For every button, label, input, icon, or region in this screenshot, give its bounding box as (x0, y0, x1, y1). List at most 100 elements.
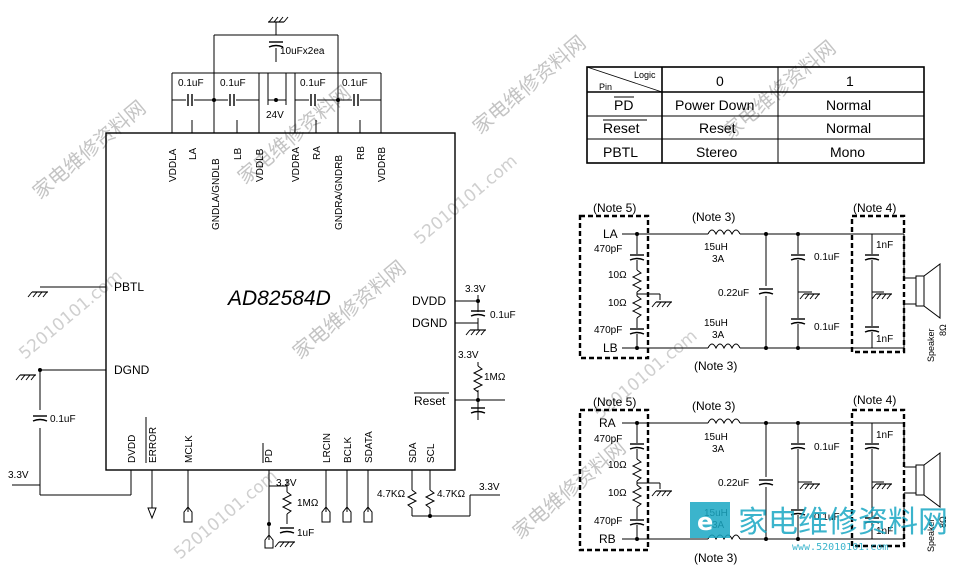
cap-label: 0.1uF (50, 414, 76, 425)
inductor-label: 15uH (704, 318, 728, 329)
speaker-label: Speaker (926, 518, 936, 552)
cap-label: 1nF (876, 526, 893, 537)
left-pins (12, 286, 132, 496)
cap-label: 0.22uF (718, 288, 749, 299)
pin-label: SCL (426, 443, 437, 463)
cap-label: 1nF (876, 240, 893, 251)
supply-label: 3.3V (276, 478, 297, 489)
output-filter-left: (Note 5) (Note 3) (Note 4) (Note 3) LA L… (578, 201, 948, 373)
pin-label: RA (312, 146, 323, 160)
chip-name: AD82584D (226, 287, 331, 310)
input-label: LB (603, 341, 618, 355)
note-label: (Note 3) (694, 551, 737, 565)
inductor-label: 15uH (704, 432, 728, 443)
current-label: 3A (712, 254, 725, 265)
cap-label: 0.1uF (814, 252, 840, 263)
note-label: (Note 5) (593, 395, 636, 409)
cap-label: 1uF (297, 528, 314, 539)
table-pin: PD (614, 97, 633, 113)
pin-label: LA (188, 147, 199, 160)
pin-label: LB (233, 147, 244, 160)
pin-label: DGND (412, 316, 448, 330)
table-corner-bottom: Pin (599, 82, 612, 92)
top-pin-labels: VDDLA LA GNDLA/GNDLB LB VDDLB VDDRA RA G… (168, 146, 388, 230)
pin-label: PBTL (114, 280, 144, 294)
cap-label: 470pF (594, 434, 622, 445)
table-header: 1 (846, 73, 854, 89)
pin-label: LRCIN (322, 433, 333, 463)
watermark-text: 52010101.com (15, 266, 126, 364)
table-cell: Mono (830, 144, 865, 160)
cap-label: 1nF (876, 334, 893, 345)
input-label: RB (599, 532, 616, 546)
pin-label: GNDRA/GNDRB (334, 155, 345, 230)
note-label: (Note 4) (853, 201, 896, 215)
pin-label: SDATA (364, 431, 375, 463)
note-label: (Note 3) (692, 210, 735, 224)
bottom-pin-labels: DVDD ERROR MCLK PD LRCIN BCLK SDATA SDA … (127, 427, 437, 463)
resistor-label: 4.7KΩ (377, 489, 406, 500)
input-label: LA (603, 227, 618, 241)
note-label: (Note 3) (694, 359, 737, 373)
pin-label: VDDRA (291, 147, 302, 182)
cap-label: 0.1uF (814, 442, 840, 453)
resistor-label: 1MΩ (297, 498, 319, 509)
logo-url: www.52010101.com (792, 542, 888, 553)
pin-label: SDA (408, 442, 419, 463)
cap-label: 0.1uF (178, 78, 204, 89)
supply-label: 3.3V (458, 350, 479, 361)
resistor-label: 10Ω (608, 270, 627, 281)
table-pin: PBTL (603, 144, 638, 160)
cap-label: 0.1uF (300, 78, 326, 89)
pin-label: DGND (114, 363, 150, 377)
pin-label: DVDD (412, 294, 446, 308)
table-corner-top: Logic (634, 70, 656, 80)
pin-label: VDDLA (168, 148, 179, 182)
pin-label: MCLK (184, 435, 195, 463)
watermark-text: 家电维修资料网 (718, 35, 841, 143)
resistor-label: 1MΩ (484, 372, 506, 383)
current-label: 3A (712, 330, 725, 341)
pin-label: ERROR (148, 427, 159, 463)
logic-table: Logic Pin 0 1 PD Power Down Normal Reset… (586, 66, 925, 164)
watermark-logo: e 家电维修资料网 www.52010101.com (690, 502, 948, 553)
table-cell: Normal (826, 120, 871, 136)
cap-label: 0.1uF (220, 78, 246, 89)
note-label: (Note 4) (853, 393, 896, 407)
table-cell: Normal (826, 97, 871, 113)
cap-label: 0.1uF (490, 310, 516, 321)
resistor-label: 4.7KΩ (437, 489, 466, 500)
watermark-text: 家电维修资料网 (28, 95, 151, 203)
resistor-label: 10Ω (608, 488, 627, 499)
impedance-label: 8Ω (938, 324, 948, 336)
watermark-text: 52010101.com (410, 151, 521, 249)
cap-label: 0.1uF (814, 512, 840, 523)
resistor-label: 10Ω (608, 298, 627, 309)
supply-label: 3.3V (465, 284, 486, 295)
pin-label: VDDLB (255, 148, 266, 182)
impedance-label: 8Ω (938, 516, 948, 528)
note-label: (Note 5) (593, 201, 636, 215)
supply-label: 3.3V (8, 470, 29, 481)
watermark-text: 家电维修资料网 (468, 30, 591, 138)
logo-text: 家电维修资料网 (738, 505, 948, 540)
table-pin: Reset (603, 120, 640, 136)
inductor-label: 15uH (704, 242, 728, 253)
cap-label: 0.22uF (718, 478, 749, 489)
svg-text:e: e (697, 508, 713, 536)
cap-label: 0.1uF (814, 322, 840, 333)
table-cell: Power Down (675, 97, 754, 113)
speaker-label: Speaker (926, 328, 936, 362)
cap-label: 0.1uF (342, 78, 368, 89)
pin-label: Reset (414, 394, 446, 408)
cap-label: 10uFx2ea (280, 46, 325, 57)
supply-label: 24V (266, 110, 284, 121)
table-cell: Stereo (696, 144, 737, 160)
supply-label: 3.3V (479, 482, 500, 493)
pin-label: BCLK (343, 437, 354, 463)
note-label: (Note 3) (692, 399, 735, 413)
cap-label: 470pF (594, 516, 622, 527)
bottom-wiring (151, 470, 500, 540)
table-cell: Reset (699, 120, 736, 136)
